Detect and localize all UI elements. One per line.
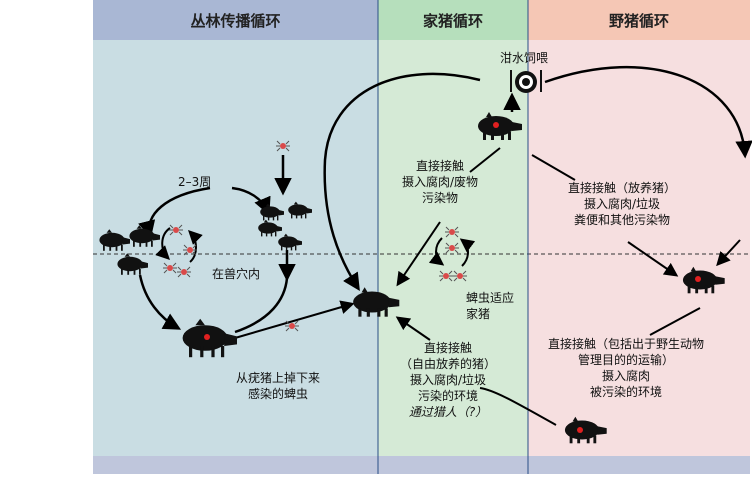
tick-cycle-arrow xyxy=(190,232,196,262)
infection-dot xyxy=(695,276,701,282)
transmission-arrow xyxy=(235,304,352,338)
plate-icon xyxy=(510,70,542,93)
contact-arrow xyxy=(628,242,676,275)
domestic-pig xyxy=(353,287,399,316)
warthog-adult xyxy=(183,319,237,357)
cycle-arrow xyxy=(235,278,287,332)
swill-feeding-label: 泔水饲喂 xyxy=(500,50,548,66)
warthog-group-top xyxy=(258,202,312,251)
tick-cycle-arrow xyxy=(462,240,468,266)
free-range-contact-label: 直接接触 （自由放养的猪） 摄入腐肉/垃圾 污染的环境 通过猎人（?） xyxy=(400,340,496,420)
cycle-arrow xyxy=(140,275,178,328)
contact-line xyxy=(532,155,575,180)
warthog-group-left xyxy=(99,225,160,275)
infection-dot xyxy=(493,122,499,128)
in-burrow-label: 在兽穴内 xyxy=(212,266,260,282)
wild-bottom-contact-label: 直接接触（包括出于野生动物 管理目的的运输） 摄入腐肉 被污染的环境 xyxy=(548,336,704,400)
infection-dot xyxy=(577,427,583,433)
infection-dot xyxy=(204,334,210,340)
contact-arrow xyxy=(398,222,440,284)
wild-loop-arc xyxy=(545,67,745,155)
wild-top-contact-label: 直接接触（放养猪） 摄入腐肉/垃圾 粪便和其他污染物 xyxy=(568,180,676,228)
tick-cycle-arrow xyxy=(436,238,442,264)
domestic-direct-contact-label: 直接接触 摄入腐肉/废物 污染物 xyxy=(402,158,478,206)
wild-boar xyxy=(683,267,725,294)
contact-arrow xyxy=(398,318,430,340)
domestic-pig-infected xyxy=(478,112,522,140)
contact-arrow xyxy=(718,240,740,264)
wild-boar-bottom xyxy=(565,417,607,444)
tick-adapt-label: 蜱虫适应 家猪 xyxy=(466,290,514,322)
fallen-ticks-label: 从疣猪上掉下来 感染的蜱虫 xyxy=(236,370,320,402)
contact-line xyxy=(650,308,700,335)
weeks-label: 2–3周 xyxy=(178,174,211,190)
